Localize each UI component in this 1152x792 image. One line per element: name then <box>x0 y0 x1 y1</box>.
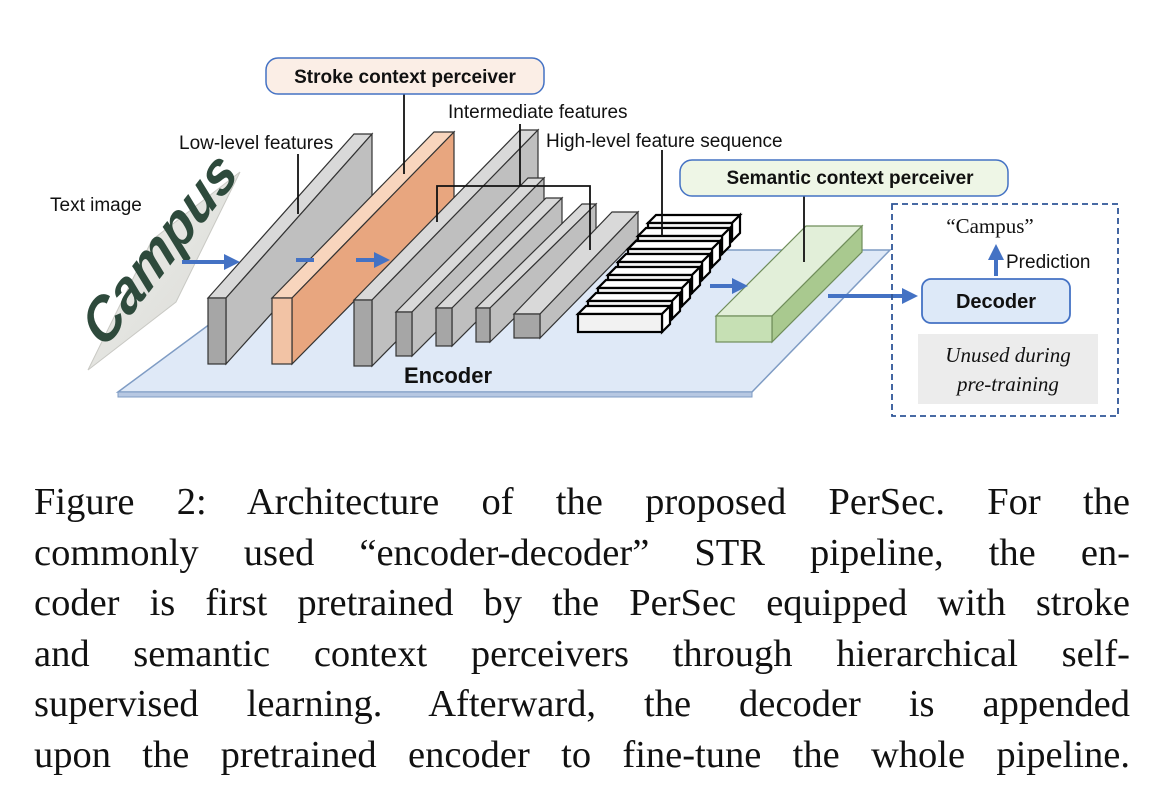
architecture-figure: Encoder Campus <box>50 57 1119 417</box>
caption-line: commonly used “encoder-decoder” STR pipe… <box>34 531 1130 574</box>
pointer-lines <box>297 94 805 262</box>
stroke-perceiver-box <box>265 57 545 95</box>
unused-note-box <box>918 334 1098 404</box>
semantic-perceiver-box <box>679 159 1009 197</box>
intermediate-layer-4 <box>474 202 598 344</box>
intermediate-layer-5 <box>512 210 640 340</box>
feature-token <box>575 303 673 335</box>
text-image-label: Text image <box>50 195 142 216</box>
caption-line: upon the pretrained encoder to fine-tune… <box>34 733 1130 776</box>
caption-line: supervised learning. Afterward, the deco… <box>34 683 1130 725</box>
prediction-output: “Campus” <box>946 214 1033 238</box>
stroke-perceiver-label: Stroke context perceiver <box>294 67 516 88</box>
semantic-perceiver-label: Semantic context perceiver <box>726 168 974 189</box>
caption-line: Figure 2: Architecture of the proposed P… <box>34 481 1130 523</box>
high-level-feature-sequence <box>575 212 743 335</box>
intermediate-features-label: Intermediate features <box>448 102 628 123</box>
encoder-label: Encoder <box>404 363 492 388</box>
high-level-sequence-label: High-level feature sequence <box>546 131 783 152</box>
prediction-label: Prediction <box>1006 252 1091 273</box>
caption-line: coder is first pretrained by the PerSec … <box>34 582 1130 624</box>
semantic-layer <box>714 224 864 344</box>
decoder-label: Decoder <box>956 291 1036 313</box>
fine-tune-region <box>891 203 1119 417</box>
caption-line: and semantic context perceivers through … <box>34 632 1130 675</box>
unused-note-line1: Unused during <box>945 343 1070 367</box>
low-level-features-label: Low-level features <box>179 133 333 154</box>
figure-caption: Figure 2: Architecture of the proposed P… <box>34 477 1130 780</box>
decoder-block <box>921 278 1071 324</box>
unused-note-line2: pre-training <box>955 372 1059 396</box>
